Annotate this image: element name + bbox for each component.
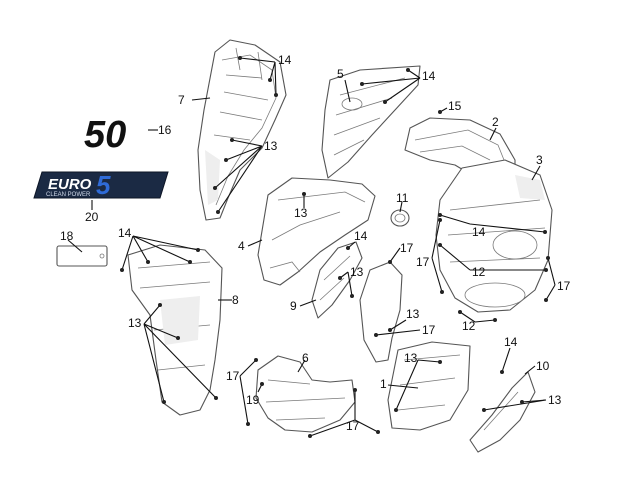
callout-11: 11 [396, 191, 409, 205]
callout-20: 20 [85, 210, 99, 224]
callout-14: 14 [472, 225, 486, 239]
callout-13: 13 [264, 139, 278, 153]
part-10-trim [469, 371, 536, 453]
callout-10: 10 [536, 359, 550, 373]
callout-5: 5 [337, 67, 344, 81]
part-11-emblem [390, 209, 410, 227]
callout-3: 3 [536, 153, 543, 167]
part-7-frame-cover [197, 39, 287, 221]
callout-14: 14 [354, 229, 368, 243]
callout-14: 14 [118, 226, 132, 240]
callout-16: 16 [158, 123, 172, 137]
model-number-decal: 50 [84, 114, 126, 156]
callout-7: 7 [178, 93, 185, 107]
part-6-floor-panel [255, 355, 356, 433]
fastener-dots [120, 56, 550, 438]
callout-13: 13 [404, 351, 418, 365]
callout-18: 18 [60, 229, 74, 243]
part-1-leg-panel [359, 261, 471, 431]
callout-4: 4 [238, 239, 245, 253]
callout-17: 17 [422, 323, 436, 337]
euro-text: EURO [48, 176, 92, 193]
part-16-model-decal: 50 [84, 114, 126, 156]
part-9-bracket [311, 241, 363, 319]
callout-17: 17 [557, 279, 571, 293]
callout-2: 2 [492, 115, 499, 129]
part-8-side-cover [127, 244, 223, 416]
clean-power-text: CLEAN POWER [46, 192, 91, 198]
callout-13: 13 [128, 316, 142, 330]
callout-8: 8 [232, 293, 239, 307]
callout-12: 12 [462, 319, 476, 333]
part-3-inner-box [435, 159, 553, 313]
callout-19: 19 [246, 393, 260, 407]
callout-17: 17 [416, 255, 430, 269]
callout-9: 9 [290, 299, 297, 313]
callout-13: 13 [350, 265, 364, 279]
callout-12: 12 [472, 265, 486, 279]
callout-13: 13 [294, 206, 308, 220]
callout-17: 17 [400, 241, 414, 255]
callout-14: 14 [422, 69, 436, 83]
callout-17: 17 [346, 419, 360, 433]
callout-1: 1 [380, 377, 387, 391]
callout-6: 6 [302, 351, 309, 365]
leader-lines [67, 57, 556, 437]
callout-labels: 14 13 7 5 14 15 2 3 16 20 18 14 13 8 4 1… [60, 53, 571, 433]
callout-14: 14 [504, 335, 518, 349]
part-5-grille-panel [321, 65, 421, 179]
euro-number: 5 [96, 170, 111, 200]
callout-14: 14 [278, 53, 292, 67]
callout-15: 15 [448, 99, 462, 113]
part-20-euro-decal: EURO 5 CLEAN POWER [33, 170, 169, 200]
callout-17: 17 [226, 369, 240, 383]
callout-13: 13 [548, 393, 562, 407]
part-18-label-plate [56, 245, 108, 267]
callout-13: 13 [406, 307, 420, 321]
part-4-front-shield [257, 177, 376, 286]
